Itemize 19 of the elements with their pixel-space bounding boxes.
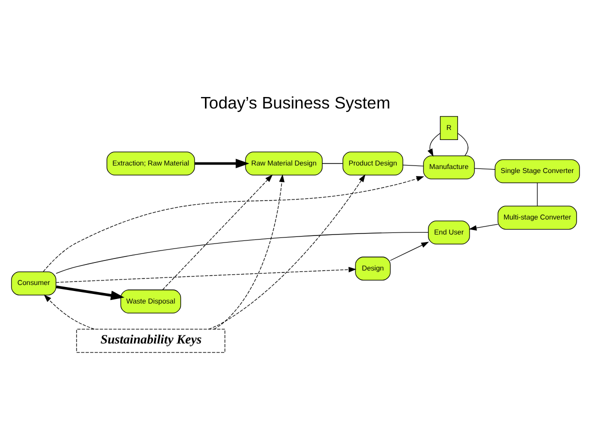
connector: [56, 232, 429, 274]
arrow: [44, 294, 95, 329]
arrow: [390, 241, 429, 260]
arrow: [56, 285, 124, 300]
arrow: [214, 174, 285, 330]
connector: [457, 132, 468, 156]
connector: [402, 164, 424, 166]
connector: [536, 182, 538, 206]
arrow: [194, 158, 250, 168]
connector: [322, 162, 343, 164]
connector: [474, 168, 496, 170]
arrow: [56, 266, 356, 282]
diagram-title: Today’s Business System: [200, 93, 390, 112]
arrow: [208, 174, 366, 330]
arrow: [42, 176, 424, 272]
arrow: [428, 132, 441, 156]
node-box: Sustainability Keys: [76, 328, 226, 352]
arrow: [468, 223, 498, 230]
arrow: [162, 174, 273, 290]
